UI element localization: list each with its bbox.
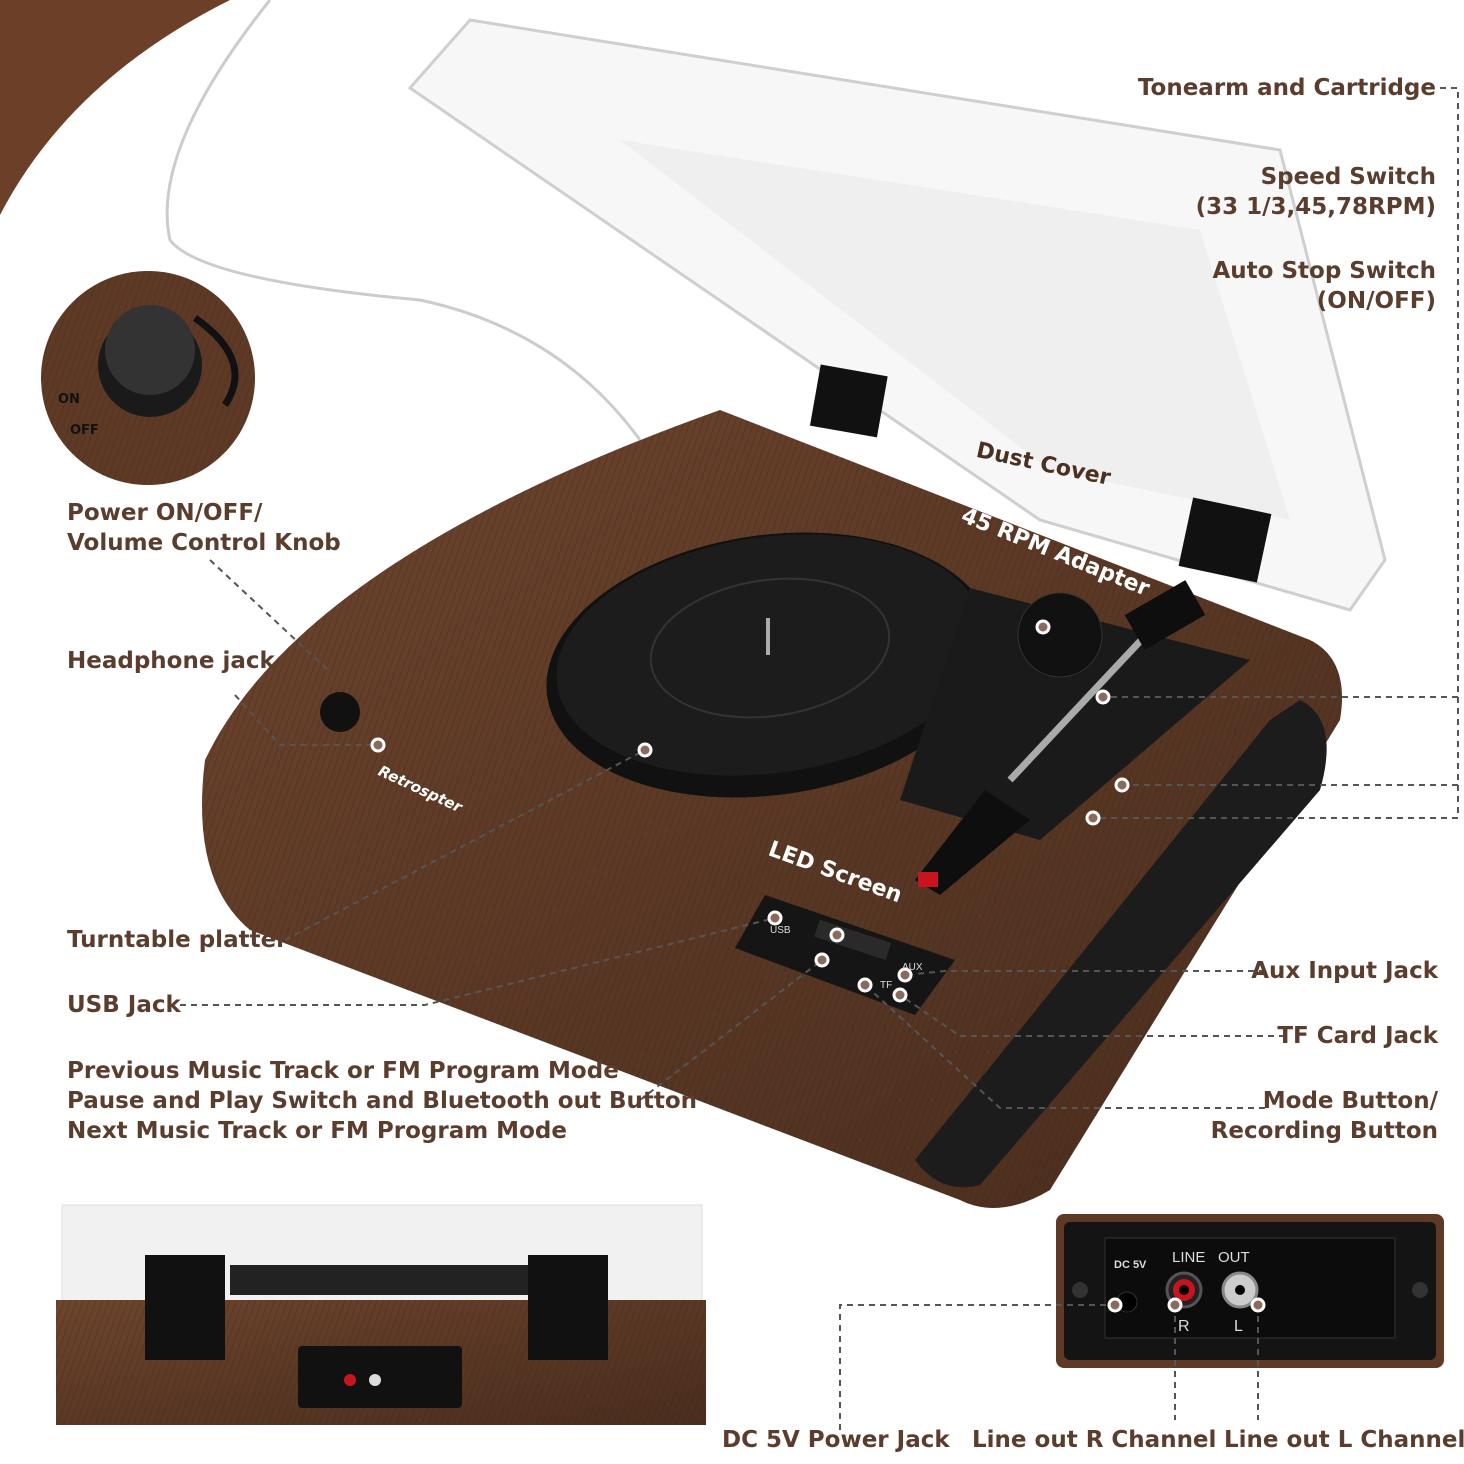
label-line-l: Line out L Channel — [1224, 1427, 1464, 1453]
tonearm — [1007, 617, 1163, 783]
power-cord — [165, 0, 642, 441]
label-platter: Turntable platter — [67, 927, 288, 953]
label-aux: Aux Input Jack — [1251, 958, 1438, 984]
volume-knob — [320, 692, 360, 732]
callout-dots — [370, 619, 1266, 1313]
label-recording: Recording Button — [1210, 1118, 1438, 1144]
label-mode: Mode Button/ — [1262, 1088, 1438, 1114]
label-tf: TF Card Jack — [1277, 1023, 1438, 1049]
aux-port-label: AUX — [902, 962, 923, 973]
hinge — [809, 364, 888, 438]
label-previous: Previous Music Track or FM Program Mode — [67, 1058, 619, 1084]
label-power: Power ON/OFF/ — [67, 500, 263, 526]
leader-lines — [180, 87, 1459, 1430]
cartridge — [915, 790, 1030, 895]
dc-5v-label: DC 5V — [1114, 1259, 1147, 1271]
l-label: L — [1234, 1318, 1243, 1335]
corner-decoration — [0, 0, 230, 215]
r-label: R — [1178, 1318, 1190, 1335]
usb-port-label: USB — [770, 925, 791, 936]
control-panel — [735, 895, 955, 1015]
line-label: LINE — [1172, 1249, 1206, 1266]
label-tonearm: Tonearm and Cartridge — [1137, 75, 1436, 101]
label-auto-stop-values: (ON/OFF) — [1316, 288, 1436, 314]
speaker-grille — [915, 700, 1327, 1188]
label-line-r: Line out R Channel — [972, 1427, 1217, 1453]
tf-port-label: TF — [880, 980, 893, 991]
label-speed-values: (33 1/3,45,78RPM) — [1195, 194, 1436, 220]
label-pause-play: Pause and Play Switch and Bluetooth out … — [67, 1088, 698, 1114]
label-headphone: Headphone jack — [67, 648, 275, 674]
knob-on-label: ON — [58, 392, 80, 407]
knob-off-label: OFF — [70, 423, 99, 438]
label-auto-stop: Auto Stop Switch — [1212, 258, 1436, 284]
hinge — [1178, 497, 1272, 583]
label-next: Next Music Track or FM Program Mode — [67, 1118, 567, 1144]
label-usb: USB Jack — [67, 992, 181, 1018]
out-label: OUT — [1218, 1249, 1250, 1266]
label-volume: Volume Control Knob — [67, 530, 341, 556]
label-speed-switch: Speed Switch — [1260, 164, 1436, 190]
label-dc: DC 5V Power Jack — [722, 1427, 950, 1453]
